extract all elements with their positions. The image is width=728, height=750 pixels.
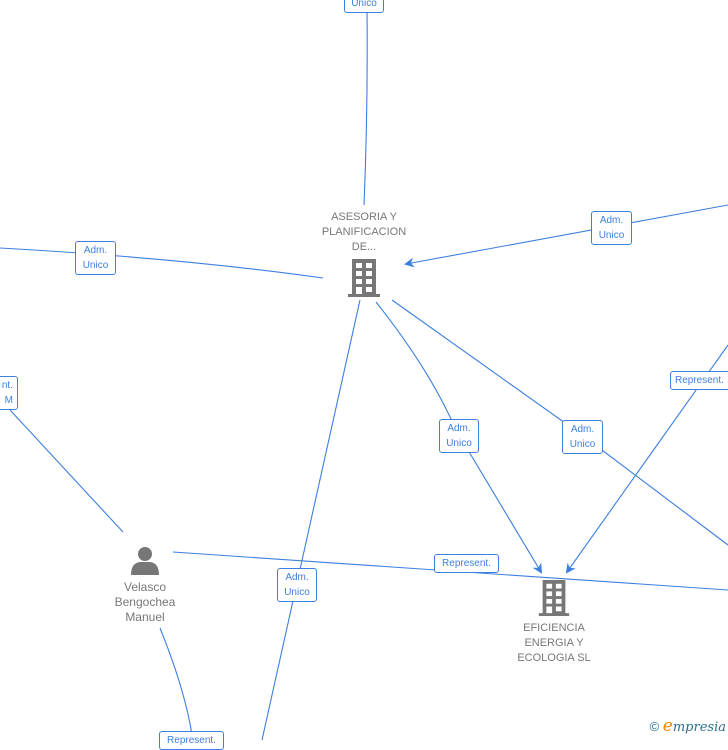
node-name: ASESORIA Y	[331, 211, 397, 223]
label-text: Unico	[446, 438, 472, 449]
edge-label[interactable]: Represent.	[159, 731, 224, 750]
label-text: Unico	[569, 439, 596, 450]
node-name: EFICIENCIA	[523, 622, 585, 634]
node-name: PLANIFICACION	[321, 226, 407, 238]
label-text: Unico	[598, 230, 625, 241]
node-name: ENERGIA Y	[524, 637, 584, 649]
label-text: M	[4, 395, 13, 406]
edge-asesoria-down	[261, 299, 361, 740]
edge-person-down	[159, 627, 193, 736]
copyright-icon: ©	[649, 719, 660, 734]
edge-label[interactable]: Adm. Unico	[591, 211, 632, 245]
building-icon	[348, 259, 380, 297]
label-text: Represent.	[442, 558, 491, 569]
edge-top	[363, 7, 368, 206]
node-eficiencia[interactable]: EFICIENCIA ENERGIA Y ECOLOGIA SL	[494, 580, 614, 666]
person-icon	[131, 547, 159, 575]
label-text: Represent.	[675, 375, 724, 386]
brand-initial: e	[662, 716, 673, 736]
label-text: Adm.	[570, 424, 595, 435]
node-name: DE...	[351, 241, 377, 253]
label-text: Represent.	[167, 735, 216, 746]
edge-label[interactable]: Adm. Unico	[75, 241, 116, 275]
node-name: Bengochea	[114, 595, 176, 609]
edge-label[interactable]: Adm. Unico	[562, 420, 603, 454]
edge-left-person	[9, 409, 124, 533]
label-text: Adm.	[83, 245, 108, 256]
label-text: Unico	[284, 587, 310, 598]
node-name: ECOLOGIA SL	[517, 652, 591, 664]
edge-label[interactable]: Represent.	[670, 371, 728, 390]
brand-name: mpresia	[672, 720, 726, 735]
node-velasco[interactable]: Velasco Bengochea Manuel	[85, 545, 205, 625]
building-icon	[538, 580, 570, 616]
label-text: Adm.	[599, 215, 624, 226]
label-text: Adm.	[447, 423, 471, 434]
label-text: nt.	[1, 380, 13, 391]
node-asesoria[interactable]: ASESORIA Y PLANIFICACION DE...	[304, 210, 424, 297]
edge-label[interactable]: nt. M	[0, 376, 18, 410]
label-text: Unico	[82, 260, 109, 271]
edge-left	[0, 247, 324, 279]
edge-label[interactable]: Adm. Unico	[277, 568, 317, 602]
edge-label[interactable]: Represent.	[434, 554, 499, 573]
edge-right	[404, 204, 728, 268]
node-name: Manuel	[125, 610, 165, 624]
edge-label[interactable]: Adm. Unico	[439, 419, 479, 453]
edge-label[interactable]: Unico	[344, 0, 384, 13]
node-name: Velasco	[123, 580, 167, 594]
label-text: Adm.	[285, 572, 309, 583]
empresia-logo: © empresia	[650, 716, 726, 736]
label-text: Unico	[351, 0, 377, 9]
